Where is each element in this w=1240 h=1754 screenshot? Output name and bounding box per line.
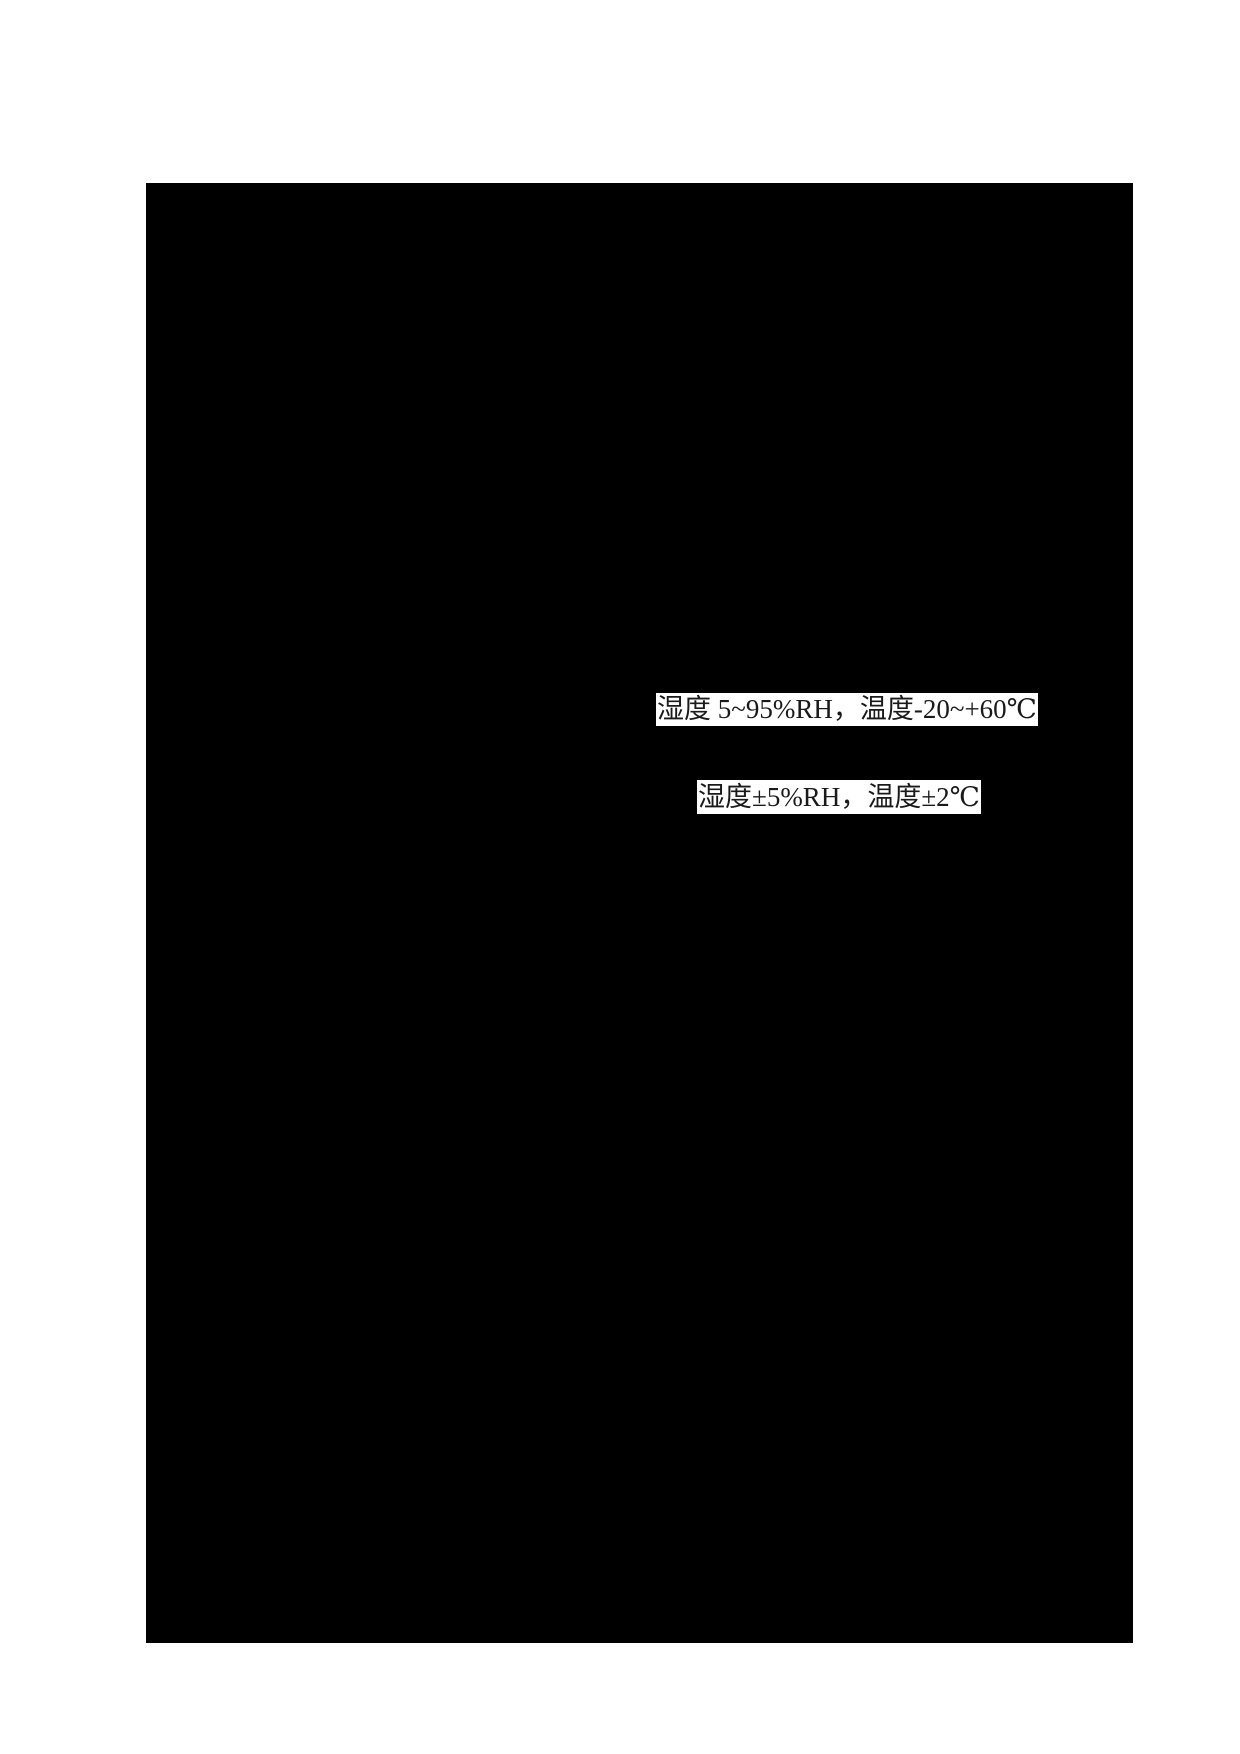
spec-line-operating-range-text: 湿度 5~95%RH，温度-20~+60℃ (657, 694, 1037, 724)
spec-line-accuracy-tolerance-text: 湿度±5%RH，温度±2℃ (698, 781, 980, 812)
spec-line-accuracy-tolerance: 湿度±5%RH，温度±2℃ (697, 780, 981, 814)
redacted-content-block (146, 183, 1133, 1643)
spec-line-operating-range: 湿度 5~95%RH，温度-20~+60℃ (656, 693, 1038, 726)
